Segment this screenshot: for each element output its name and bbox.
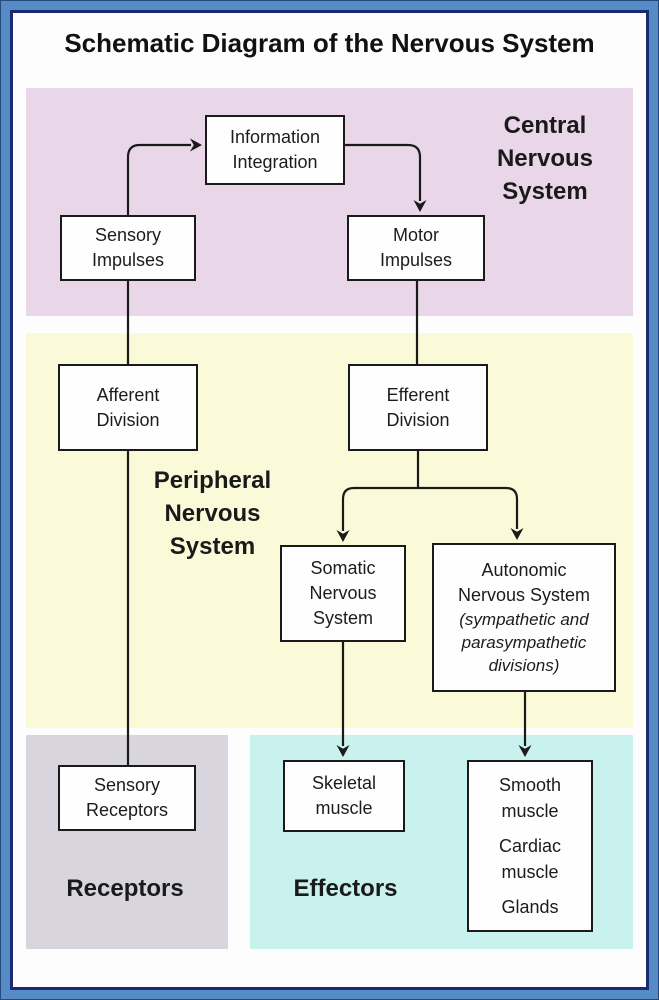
label-central-nervous-system: Central Nervous System [480, 109, 610, 208]
node-line: Skeletal [311, 773, 377, 793]
node-line: Somatic [310, 558, 376, 578]
node-line: Division [96, 409, 160, 430]
effector-group-smooth-muscle: Smooth muscle [499, 772, 561, 824]
node-line: muscle [501, 801, 559, 821]
edge-sensory-impulses-to-information-integration [126, 138, 202, 215]
node-line: Division [386, 409, 450, 430]
label-peripheral-nervous-system: Peripheral Nervous System [140, 464, 285, 563]
node-line: Afferent [96, 384, 160, 405]
page-title: Schematic Diagram of the Nervous System [64, 28, 595, 58]
node-line: Information [229, 127, 321, 147]
node-line: Autonomic [481, 560, 567, 580]
effector-group-glands: Glands [501, 894, 558, 920]
node-autonomic-nervous-system: Autonomic Nervous System (sympathetic an… [432, 543, 616, 692]
node-sensory-impulses: Sensory Impulses [60, 215, 196, 281]
label-line: Central [503, 112, 587, 139]
node-line: muscle [315, 798, 373, 818]
node-line: Receptors [85, 800, 169, 820]
label-receptors: Receptors [66, 875, 184, 902]
node-afferent-division: Afferent Division [58, 364, 198, 451]
node-line-italic: (sympathetic and [459, 610, 589, 629]
label-line: System [502, 178, 588, 205]
node-line: System [312, 608, 373, 628]
edge-information-integration-to-motor-impulses [345, 143, 427, 212]
label-line: System [169, 533, 256, 560]
node-line: Nervous [309, 583, 377, 603]
node-line: Impulses [91, 250, 165, 270]
node-somatic-nervous-system: Somatic Nervous System [280, 545, 406, 642]
node-line: Smooth [498, 775, 562, 795]
node-sensory-receptors: Sensory Receptors [58, 765, 196, 831]
label-line: Nervous [164, 500, 261, 527]
node-line: Sensory [93, 775, 161, 795]
node-line-italic: divisions) [488, 656, 560, 675]
node-efferent-division: Efferent Division [348, 364, 488, 451]
node-smooth-cardiac-glands: Smooth muscle Cardiac muscle Glands [467, 760, 593, 932]
effector-group-cardiac-muscle: Cardiac muscle [499, 833, 561, 885]
node-line: Nervous System [457, 585, 591, 605]
node-line-italic: parasympathetic [461, 633, 587, 652]
node-line: Impulses [379, 250, 453, 270]
label-line: Peripheral [153, 467, 272, 494]
node-line: Glands [501, 897, 559, 917]
node-skeletal-muscle: Skeletal muscle [283, 760, 405, 832]
label-line: Nervous [496, 145, 594, 172]
node-motor-impulses: Motor Impulses [347, 215, 485, 281]
node-line: Motor [392, 225, 439, 245]
label-effectors: Effectors [293, 875, 398, 902]
node-line: muscle [501, 862, 559, 882]
node-line: Sensory [94, 225, 162, 245]
node-line: Integration [232, 152, 318, 172]
edge-branch-to-somatic [336, 486, 418, 542]
node-line: Cardiac [498, 836, 562, 856]
node-line: Efferent [386, 384, 450, 405]
edge-branch-to-autonomic [418, 486, 524, 540]
node-information-integration: Information Integration [205, 115, 345, 185]
